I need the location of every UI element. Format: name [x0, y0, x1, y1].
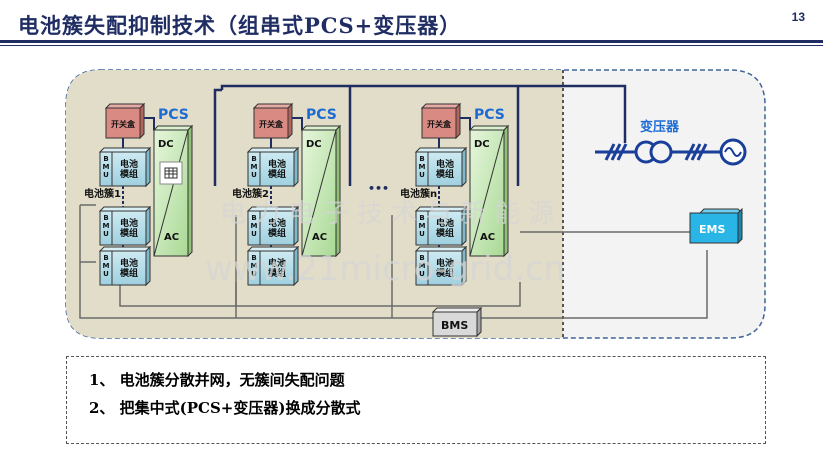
pcs-label: PCS [158, 107, 189, 123]
title-divider [0, 40, 823, 43]
note-1: 1、 电池簇分散并网，无簇间失配问题 [89, 371, 345, 389]
module-label: 电池模组 [120, 158, 138, 180]
ac-label: AC [312, 232, 327, 243]
note-2: 2、 把集中式(PCS+变压器)换成分散式 [89, 399, 361, 417]
module-label: 电池模组 [120, 257, 138, 279]
notes-box: 1、 电池簇分散并网，无簇间失配问题 2、 把集中式(PCS+变压器)换成分散式 [66, 356, 766, 444]
switch-box: 开关盒 [420, 102, 462, 140]
dc-label: DC [158, 139, 174, 150]
page-number: 13 [791, 10, 805, 24]
pcs-unit: PCS DC AC [468, 107, 510, 258]
module-label: 电池模组 [436, 257, 454, 279]
switch-box: 开关盒 [252, 102, 294, 140]
ems-label: EMS [699, 223, 725, 236]
bms-box: BMS [431, 306, 483, 338]
page-title: 电池簇失配抑制技术（组串式PCS+变压器） [18, 13, 462, 38]
pcs-unit: PCS DC AC [300, 107, 342, 258]
module-label: 电池模组 [436, 158, 454, 180]
switch-box-label: 开关盒 [111, 119, 136, 129]
module-label: 电池模组 [268, 257, 286, 279]
table-icon [159, 161, 183, 185]
ac-bus-line [213, 84, 627, 186]
module-label: 电池模组 [268, 158, 286, 180]
dc-label: DC [306, 139, 322, 150]
transformer-symbol [604, 138, 747, 166]
pcs-unit: PCS DC AC [152, 107, 194, 258]
bms-label: BMS [441, 319, 468, 332]
pcs-label: PCS [474, 107, 505, 123]
ac-label: AC [480, 232, 495, 243]
module-label: 电池模组 [268, 217, 286, 239]
switch-box: 开关盒 [104, 102, 146, 140]
cluster-label: 电池簇2 [232, 187, 269, 200]
watermark-line1: 电 力 电 子 技 术 与 新 能 源 [220, 199, 554, 229]
dc-label: DC [474, 139, 490, 150]
ac-label: AC [164, 232, 179, 243]
pcs-label: PCS [306, 107, 337, 123]
cluster-label: 电池簇1 [84, 187, 121, 200]
switch-box-label: 开关盒 [427, 119, 452, 129]
ems-box: EMS [689, 207, 744, 245]
switch-box-label: 开关盒 [259, 119, 284, 129]
title-divider-thin [0, 45, 823, 46]
watermark-line2: www.21micro-grid.cn [205, 249, 565, 289]
module-label: 电池模组 [436, 217, 454, 239]
cluster-ellipsis: ••• [368, 182, 389, 195]
cluster-label: 电池簇n [400, 187, 437, 200]
module-label: 电池模组 [120, 217, 138, 239]
transformer-label: 变压器 [640, 119, 680, 135]
